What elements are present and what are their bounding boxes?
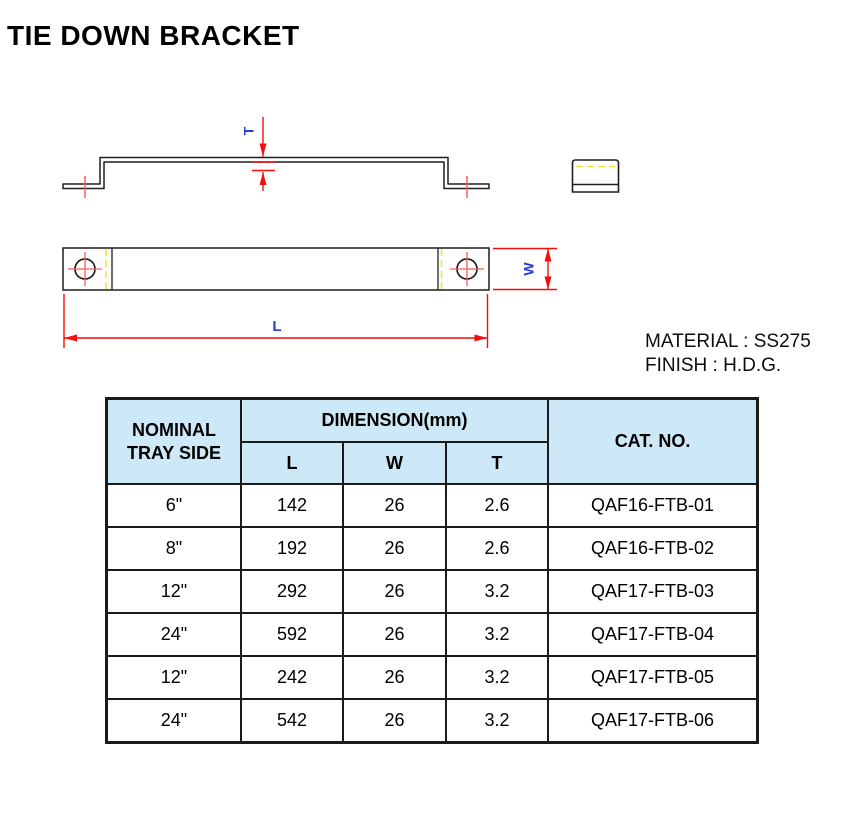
cell-l: 292 (241, 570, 343, 613)
cell-l: 592 (241, 613, 343, 656)
cell-l: 242 (241, 656, 343, 699)
cell-nominal: 12" (107, 656, 241, 699)
side-view: T (62, 117, 490, 198)
cell-nominal: 12" (107, 570, 241, 613)
col-header-cat-no: CAT. NO. (548, 399, 758, 484)
cell-nominal: 8" (107, 527, 241, 570)
header-row-1: NOMINAL TRAY SIDE DIMENSION(mm) CAT. NO. (107, 399, 758, 484)
cell-nominal: 6" (107, 484, 241, 527)
cell-nominal: 24" (107, 613, 241, 656)
col-header-l: L (241, 442, 343, 484)
thickness-dimension: T (241, 117, 275, 191)
cell-cat: QAF17-FTB-05 (548, 656, 758, 699)
cell-l: 142 (241, 484, 343, 527)
cell-w: 26 (343, 656, 446, 699)
cell-cat: QAF17-FTB-06 (548, 699, 758, 742)
right-hole-crosshair (450, 252, 484, 286)
col-header-t: T (446, 442, 549, 484)
cell-l: 542 (241, 699, 343, 742)
table-row: 6" 142 26 2.6 QAF16-FTB-01 (107, 484, 758, 527)
end-view-outline (571, 159, 620, 193)
thickness-label: T (241, 126, 257, 135)
cell-t: 3.2 (446, 656, 549, 699)
left-hole-crosshair (68, 252, 102, 286)
cell-w: 26 (343, 484, 446, 527)
width-label: W (521, 262, 537, 276)
plan-outline (62, 247, 490, 291)
page-title: TIE DOWN BRACKET (7, 20, 300, 51)
col-header-w: W (343, 442, 446, 484)
cell-cat: QAF17-FTB-04 (548, 613, 758, 656)
cell-w: 26 (343, 613, 446, 656)
material-notes: MATERIAL : SS275 FINISH : H.D.G. (645, 330, 811, 378)
cell-cat: QAF16-FTB-02 (548, 527, 758, 570)
cell-cat: QAF17-FTB-03 (548, 570, 758, 613)
table-row: 12" 242 26 3.2 QAF17-FTB-05 (107, 656, 758, 699)
cell-l: 192 (241, 527, 343, 570)
col-header-nominal-tray-side: NOMINAL TRAY SIDE (107, 399, 241, 484)
table-row: 8" 192 26 2.6 QAF16-FTB-02 (107, 527, 758, 570)
header-row-2: L W T (107, 442, 757, 484)
cell-t: 3.2 (446, 699, 549, 742)
bracket-profile (62, 156, 490, 190)
cell-w: 26 (343, 570, 446, 613)
end-view (571, 159, 620, 193)
table-row: 12" 292 26 3.2 QAF17-FTB-03 (107, 570, 758, 613)
spec-table: NOMINAL TRAY SIDE DIMENSION(mm) CAT. NO.… (105, 397, 760, 744)
cell-t: 3.2 (446, 570, 549, 613)
table-row: 24" 542 26 3.2 QAF17-FTB-06 (107, 699, 758, 742)
technical-drawing: T (62, 117, 620, 348)
width-dimension: W (493, 247, 557, 291)
cell-cat: QAF16-FTB-01 (548, 484, 758, 527)
finish-note: FINISH : H.D.G. (645, 355, 782, 376)
plan-view: W L (62, 247, 557, 348)
material-note: MATERIAL : SS275 (645, 331, 811, 352)
length-label: L (272, 318, 281, 335)
table-row: 24" 592 26 3.2 QAF17-FTB-04 (107, 613, 758, 656)
cell-nominal: 24" (107, 699, 241, 742)
cell-w: 26 (343, 527, 446, 570)
length-dimension: L (63, 294, 489, 348)
cell-t: 2.6 (446, 484, 549, 527)
cell-t: 2.6 (446, 527, 549, 570)
col-header-dimension-group: DIMENSION(mm) (241, 399, 549, 442)
cell-t: 3.2 (446, 613, 549, 656)
cell-w: 26 (343, 699, 446, 742)
